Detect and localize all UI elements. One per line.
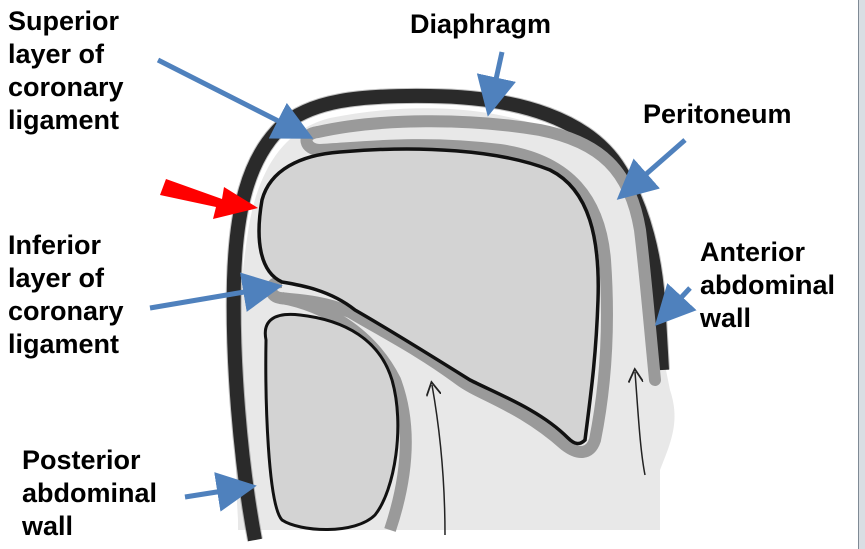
posterior-wall-pointer-arrow bbox=[185, 488, 242, 497]
posterior-wall-label: Posterior abdominal wall bbox=[22, 444, 157, 543]
superior-layer-pointer-arrow bbox=[158, 60, 300, 132]
peritoneum-label: Peritoneum bbox=[643, 98, 792, 131]
anterior-wall-pointer-arrow bbox=[665, 288, 690, 315]
diaphragm-label: Diaphragm bbox=[410, 8, 551, 41]
inferior-layer-label: Inferior layer of coronary ligament bbox=[8, 229, 124, 361]
superior-layer-label: Superior layer of coronary ligament bbox=[8, 5, 124, 137]
right-edge-strip bbox=[858, 0, 865, 549]
peritoneum-pointer-arrow bbox=[628, 140, 685, 190]
anterior-wall-label: Anterior abdominal wall bbox=[700, 236, 835, 335]
